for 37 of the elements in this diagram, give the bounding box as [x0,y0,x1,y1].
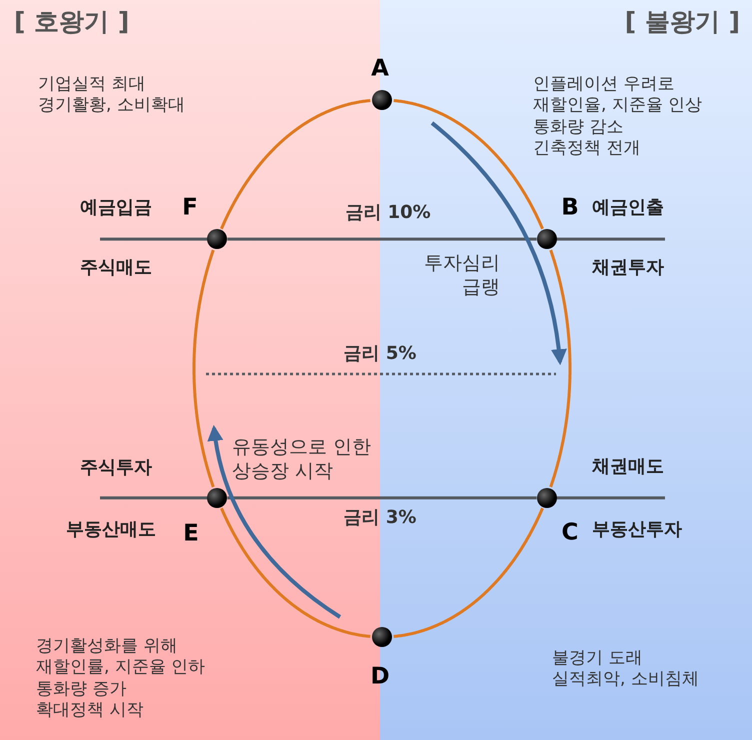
action-label: 주식투자 [80,456,152,480]
action-label: 채권투자 [592,256,664,280]
note-text: 기업실적 최대 경기활황, 소비확대 [38,74,185,116]
note-text: 불경기 도래 실적최악, 소비침체 [552,648,699,690]
rate-line [100,238,208,241]
point-letter: D [370,662,390,692]
rate-label: 금리 5% [344,342,416,366]
point-letter: A [371,54,389,84]
action-label: 채권매도 [592,456,664,478]
note-text: 투자심리 급랭 [424,252,500,300]
cycle-arc [393,508,544,638]
action-label: 예금인출 [592,196,664,220]
note-text: 유동성으로 인한 상승장 시작 [232,436,372,484]
action-label: 예금입금 [80,196,152,220]
point-letter: F [182,194,198,222]
point-letter: B [561,194,579,222]
action-label: 부동산투자 [592,518,682,542]
rate-label: 금리 10% [345,202,431,224]
action-label: 부동산매도 [66,518,156,542]
rate-line [100,496,208,500]
cycle-arc [220,508,371,638]
action-label: 주식매도 [80,256,152,280]
rate-line [556,238,665,241]
cycle-arc [393,99,544,230]
rate-line [227,496,537,500]
cycle-arc [220,99,371,230]
note-text: 경기활성화를 위해 재할인률, 지준율 인하 통화량 증가 확대정책 시작 [36,636,206,721]
cycle-arc [192,250,215,488]
period-heading: [ 호왕기 ] [14,6,130,38]
rate-line [556,496,665,500]
rate-label: 금리 3% [344,506,416,530]
rate-line [227,238,537,241]
cycle-arc [549,250,572,488]
point-letter: C [562,518,578,548]
point-letter: E [183,520,199,548]
note-text: 인플레이션 우려로 재할인율, 지준율 인상 통화량 감소 긴축정책 전개 [533,74,702,159]
period-heading: [ 불왕기 ] [624,6,740,38]
